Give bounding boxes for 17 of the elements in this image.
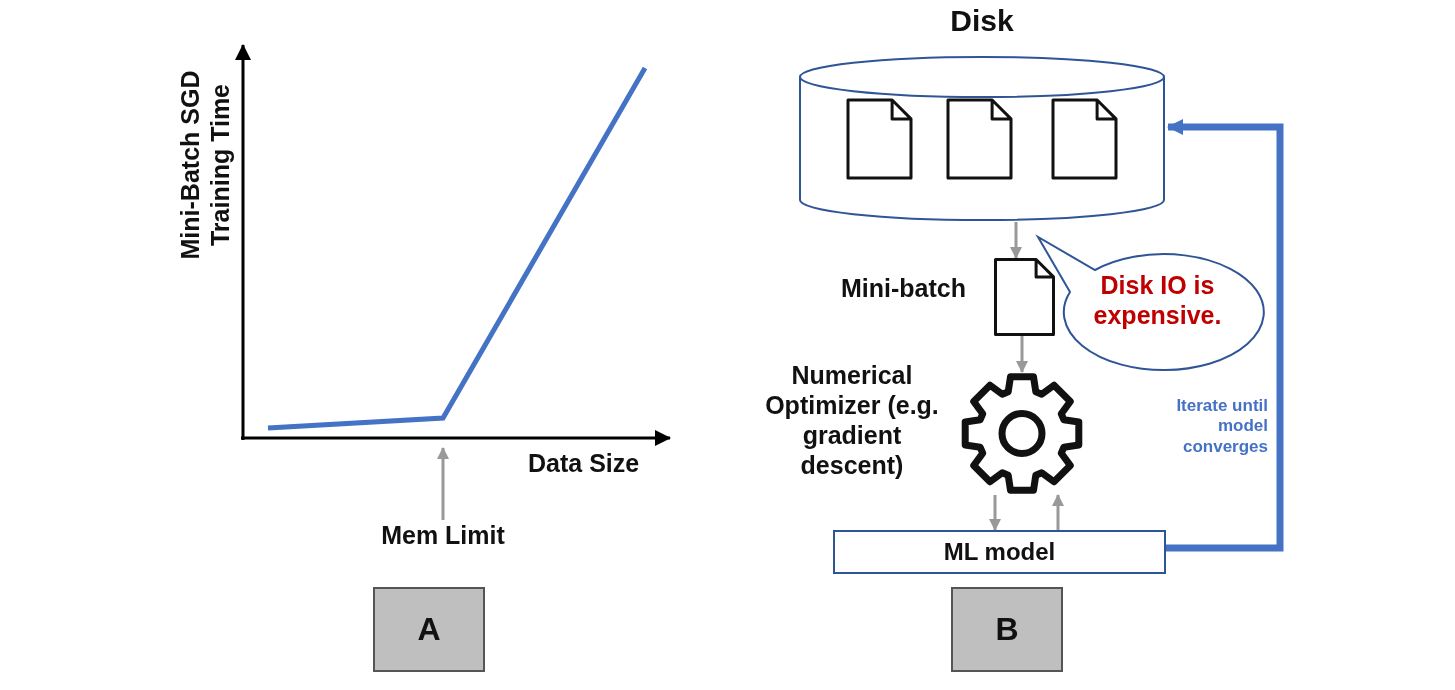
disk-title: Disk	[949, 3, 1015, 39]
arrow	[437, 447, 449, 520]
model-box: ML model	[833, 530, 1166, 574]
panel-label-box: A	[373, 587, 485, 672]
caption-text: Numerical Optimizer (e.g. gradient descent)	[764, 360, 940, 480]
arrow	[1010, 222, 1022, 259]
x-axis-label: Data Size	[528, 448, 640, 478]
arrow	[1016, 336, 1028, 373]
pointer-label: Mem Limit	[380, 520, 506, 550]
caption-text: Mini-batch	[841, 273, 966, 303]
arrow	[989, 495, 1001, 531]
callout-text: Disk IO is expensive.	[1092, 270, 1223, 330]
panel-label-box: B	[951, 587, 1063, 672]
y-axis-label: Mini-Batch SGD Training Time	[175, 69, 235, 262]
arrow	[1166, 119, 1284, 552]
edge-label: Iterate until model converges	[1176, 396, 1268, 458]
arrow	[1052, 494, 1064, 530]
